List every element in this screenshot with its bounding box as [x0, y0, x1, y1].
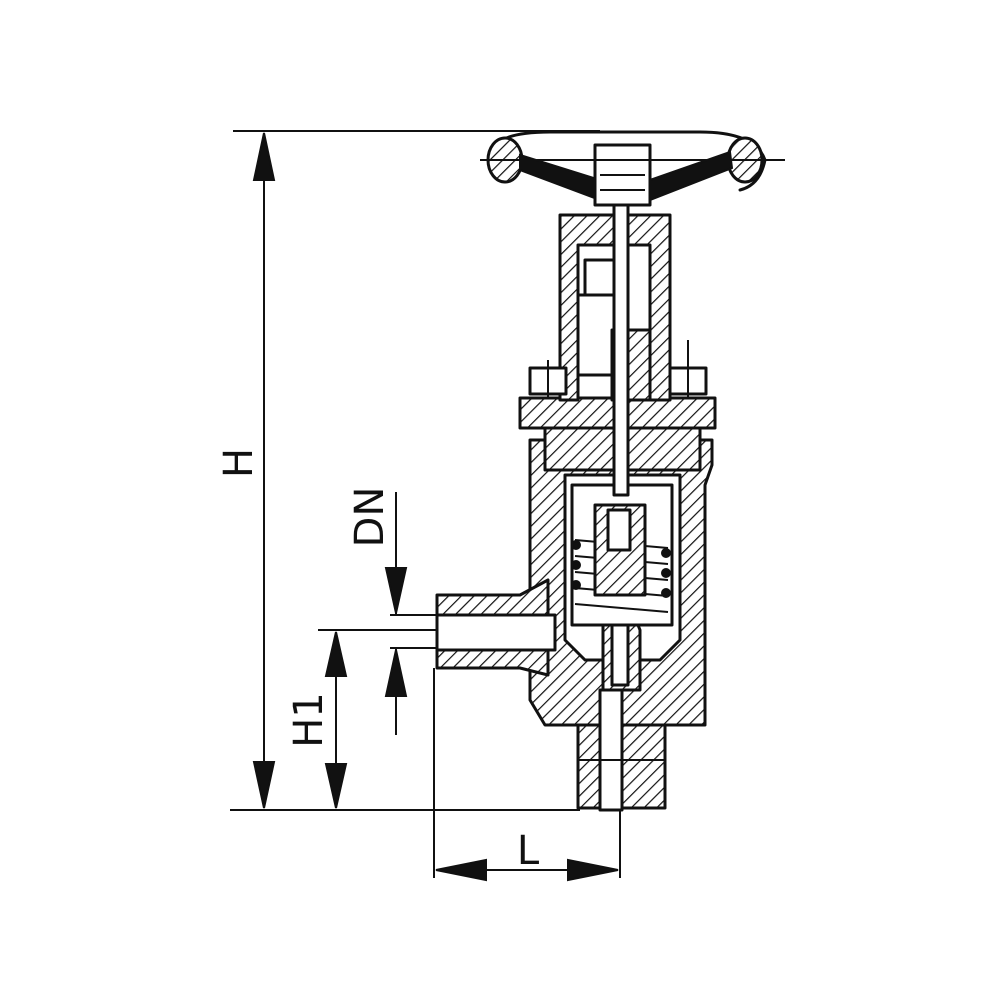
height1-label: H1	[286, 692, 332, 748]
valve-bonnet	[518, 163, 717, 627]
dimension-dn: DN	[347, 487, 437, 735]
nominal-diameter-label: DN	[347, 487, 393, 548]
length-label: L	[517, 828, 540, 874]
dimension-l: L	[433, 668, 621, 882]
handwheel	[480, 130, 785, 207]
dimension-h1: H1	[286, 629, 437, 809]
dimension-h: H	[216, 130, 600, 811]
height-label: H	[216, 448, 262, 478]
